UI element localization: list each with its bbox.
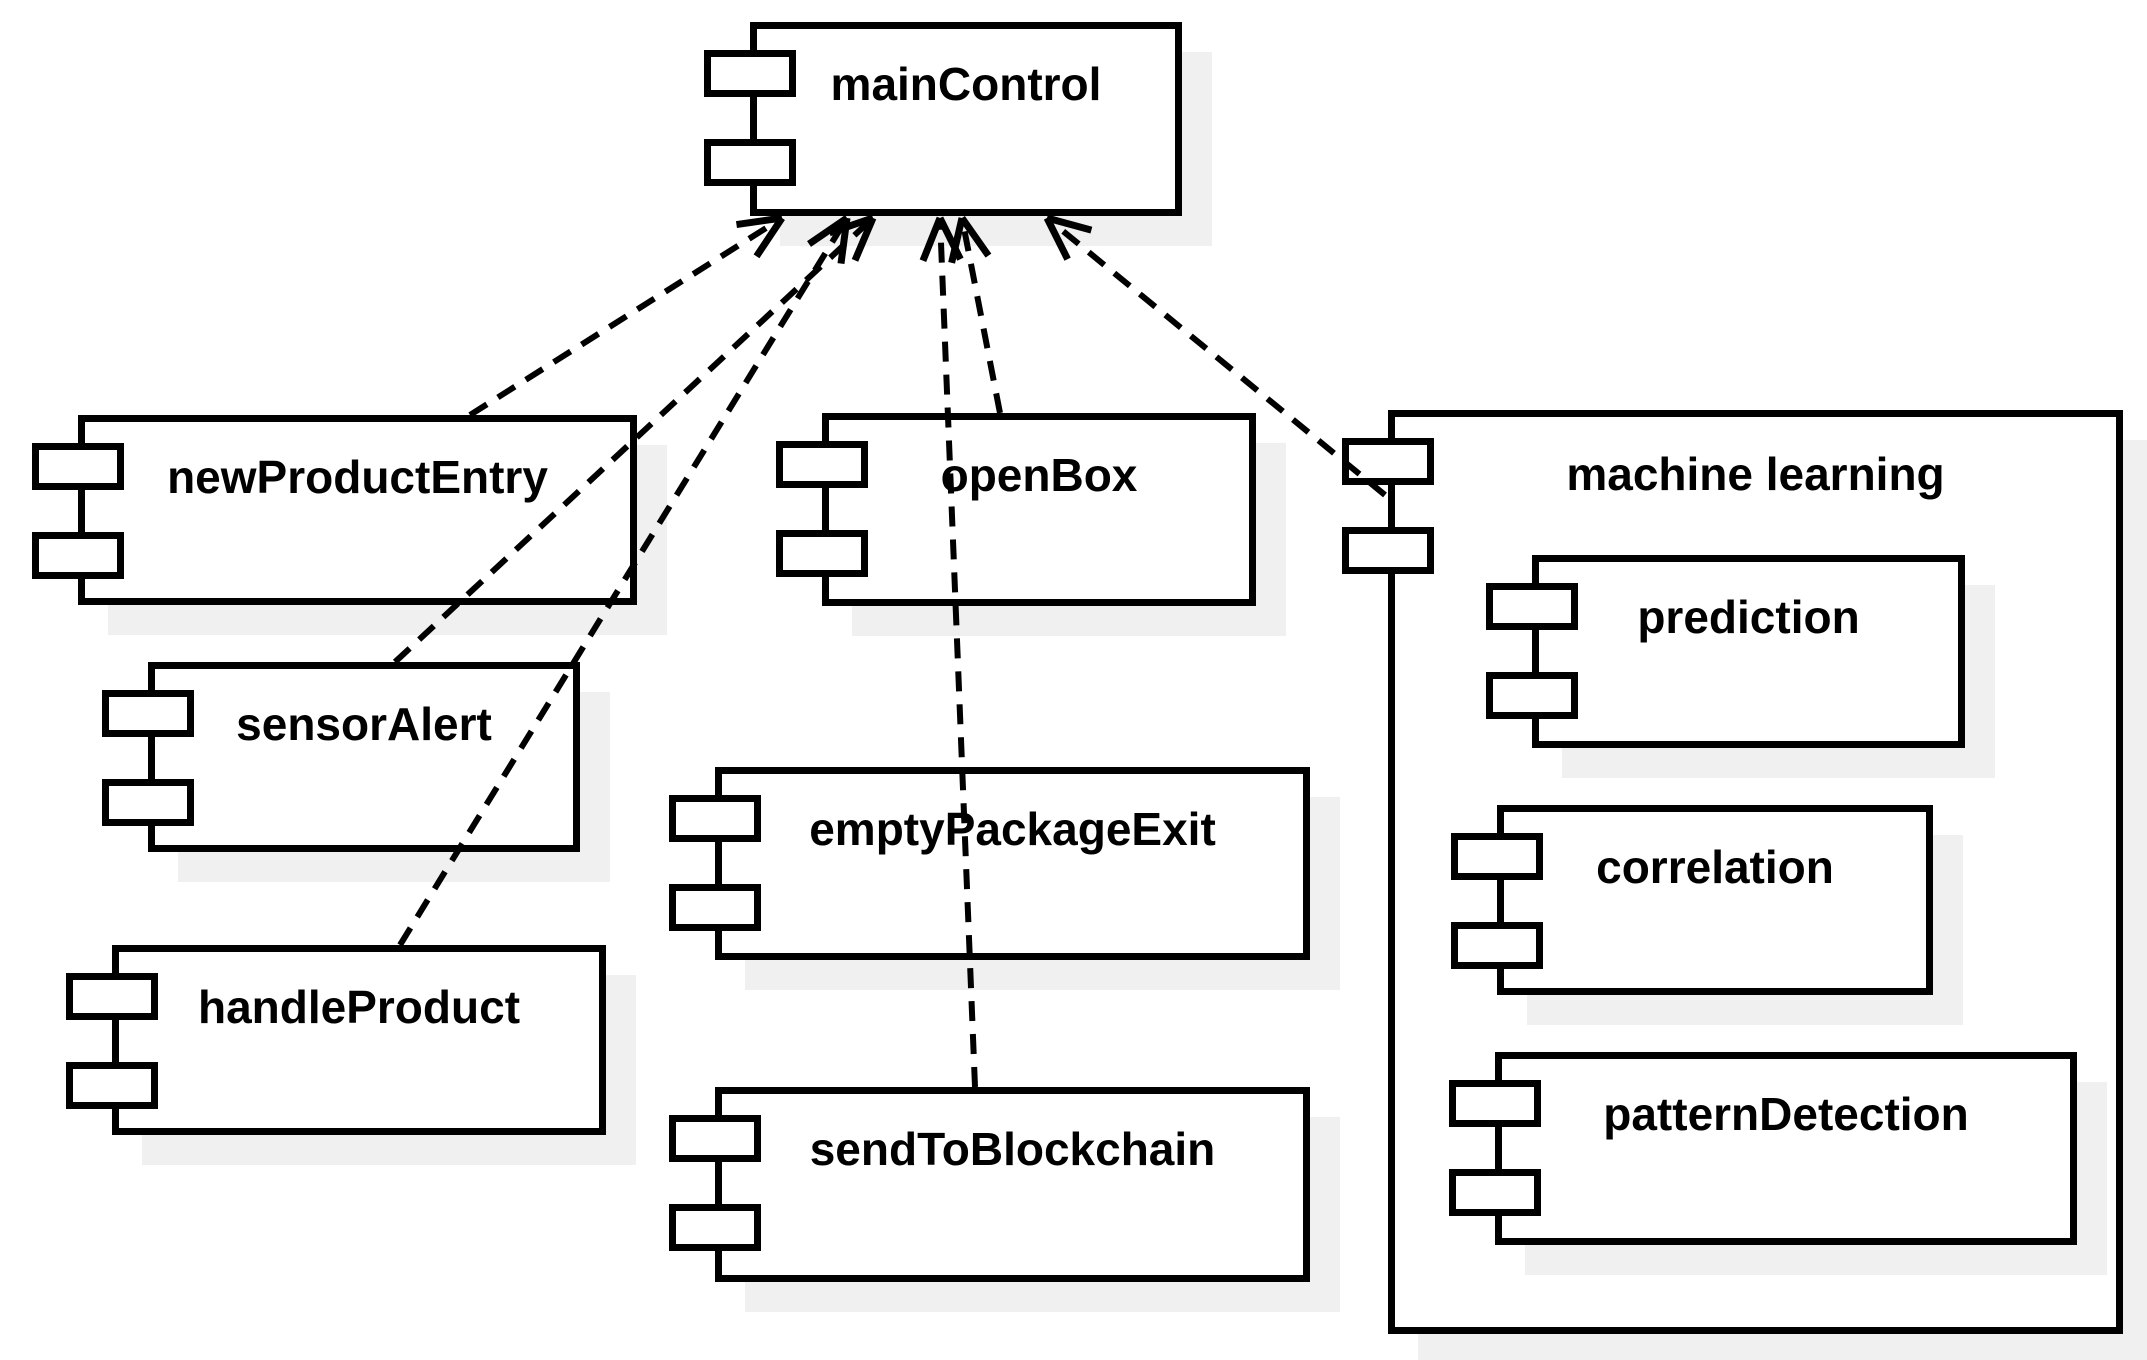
component-mainControl[interactable]: mainControl xyxy=(704,22,1182,216)
component-port-icon xyxy=(1486,672,1578,719)
component-sendToBlockchain[interactable]: sendToBlockchain xyxy=(669,1087,1310,1282)
component-label: prediction xyxy=(1637,591,1860,643)
component-port-icon xyxy=(32,532,124,579)
component-port-icon xyxy=(704,50,796,97)
component-port-icon xyxy=(1342,527,1434,574)
component-port-icon xyxy=(669,1204,761,1251)
component-port-icon xyxy=(102,779,194,826)
component-label: newProductEntry xyxy=(167,451,548,503)
component-port-icon xyxy=(1449,1080,1541,1127)
component-label: handleProduct xyxy=(197,981,521,1033)
component-port-icon xyxy=(66,973,158,1020)
component-port-icon xyxy=(1451,833,1543,880)
component-port-icon xyxy=(1486,583,1578,630)
component-label: patternDetection xyxy=(1603,1088,1969,1140)
component-port-icon xyxy=(776,441,868,488)
component-label: mainControl xyxy=(830,58,1102,110)
component-label: sendToBlockchain xyxy=(809,1123,1216,1175)
component-label: correlation xyxy=(1596,841,1834,893)
component-port-icon xyxy=(669,1115,761,1162)
component-label: openBox xyxy=(940,449,1138,501)
component-port-icon xyxy=(1449,1169,1541,1216)
component-emptyPackageExit[interactable]: emptyPackageExit xyxy=(669,767,1310,960)
component-port-icon xyxy=(704,139,796,186)
component-port-icon xyxy=(1342,438,1434,485)
component-label: emptyPackageExit xyxy=(809,803,1216,855)
component-port-icon xyxy=(669,884,761,931)
component-label: sensorAlert xyxy=(236,698,492,750)
component-port-icon xyxy=(102,690,194,737)
component-sensorAlert[interactable]: sensorAlert xyxy=(102,662,580,852)
component-port-icon xyxy=(1451,922,1543,969)
component-label: machine learning xyxy=(1566,448,1945,500)
component-handleProduct[interactable]: handleProduct xyxy=(66,945,606,1135)
component-port-icon xyxy=(66,1062,158,1109)
component-openBox[interactable]: openBox xyxy=(776,413,1256,606)
component-patternDetection[interactable]: patternDetection xyxy=(1449,1052,2077,1245)
component-port-icon xyxy=(669,795,761,842)
component-prediction[interactable]: prediction xyxy=(1486,555,1965,748)
component-port-icon xyxy=(32,443,124,490)
component-correlation[interactable]: correlation xyxy=(1451,805,1933,995)
component-newProductEntry[interactable]: newProductEntry xyxy=(32,415,637,605)
component-port-icon xyxy=(776,530,868,577)
